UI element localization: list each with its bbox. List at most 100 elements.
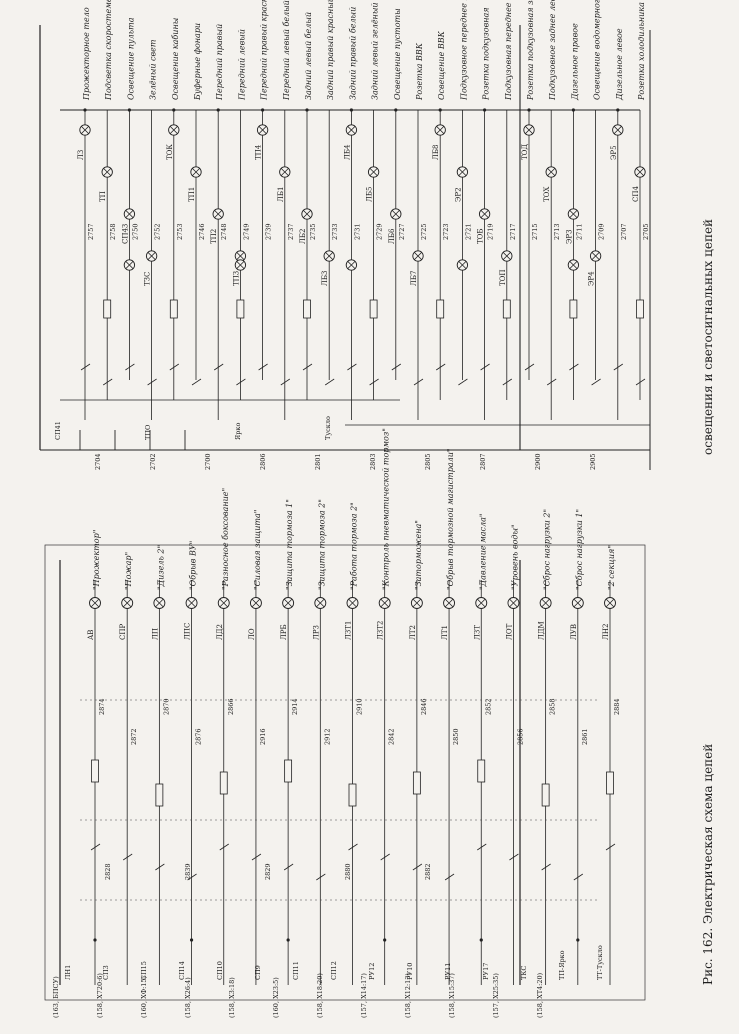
contact-icon (213, 363, 224, 371)
wire-number: 2731 (353, 223, 361, 240)
lamp-cross (155, 598, 164, 608)
contact-icon (502, 378, 513, 386)
circuit-label: Освещение пульта (126, 17, 135, 100)
circuit-label: Передний левый (237, 29, 246, 101)
circuit-label: "Сброс нагрузки 1" (575, 509, 584, 590)
lamp-cross (236, 261, 245, 269)
contact-icon (524, 363, 535, 371)
lamp-cross (280, 168, 289, 176)
wire-number: 2842 (388, 728, 396, 745)
lamp-cross (325, 252, 334, 260)
lamp-cross (347, 126, 356, 134)
resistor-icon (236, 299, 245, 319)
wire-number: 2713 (553, 223, 561, 240)
contact-icon (348, 843, 358, 851)
contact-icon (573, 873, 584, 881)
component-tag: ЛЗТ (473, 625, 481, 640)
circuit-label: Задний левый белый (304, 12, 313, 100)
terminal-ref: (158, Х3:18) (228, 977, 236, 1018)
resistor-icon (502, 299, 511, 319)
wire-number: 2876 (195, 728, 203, 745)
component-tag: СП10 (216, 961, 224, 980)
circuit-label: Дизельное левое (615, 28, 624, 101)
wire-number: 2757 (87, 223, 95, 240)
wire-number: 2914 (291, 698, 299, 715)
wire-number: 2880 (344, 863, 352, 880)
contact-icon (122, 853, 133, 861)
wire-number: 2856 (516, 728, 524, 745)
wire-number: 2806 (259, 453, 267, 470)
lamp-cross (573, 598, 582, 608)
wire-number: 2750 (131, 223, 139, 240)
wire-number: 2866 (227, 698, 235, 715)
circuit-label: "Разносное боксование" (221, 488, 230, 590)
wire-number: 2753 (176, 223, 184, 240)
lamp-cross (103, 168, 112, 176)
lamp-cross (125, 210, 134, 218)
contact-icon (324, 378, 335, 386)
component-tag: ТП2 (210, 229, 218, 244)
lamp-cross (636, 168, 644, 176)
component-tag: СП3 (102, 965, 110, 980)
component-tag: ЛЗТ2 (377, 621, 385, 640)
contact-icon (413, 378, 424, 386)
junction-dot (383, 938, 387, 942)
resistor-icon (219, 771, 228, 795)
wire-number: 2850 (452, 728, 460, 745)
component-tag: ЛРЗ (312, 625, 320, 640)
circuit-label: "Силовая защита" (253, 510, 262, 590)
component-tag: ЛД2 (216, 624, 224, 640)
contact-icon (546, 378, 557, 386)
wire-number: 2719 (487, 223, 495, 240)
component-tag: СП14 (178, 961, 186, 980)
component-tag: ЛБ1 (277, 187, 285, 202)
lamp-cross (90, 598, 100, 608)
lamp-cross (613, 126, 622, 134)
terminal-ref: (163, БПСУ) (52, 976, 60, 1018)
circuit-label: "Уровень воды" (510, 524, 519, 590)
circuit-label: Подсветка скоростемера (104, 0, 113, 101)
circuit-label: Освещение водомерного стекла (593, 0, 602, 100)
wire-number: 2752 (154, 223, 162, 240)
component-tag: ТОК (166, 144, 174, 160)
circuit-label: Зелёный свет (149, 39, 158, 100)
wire-number: 2749 (242, 223, 250, 240)
junction-dot (479, 938, 483, 942)
resistor-icon (412, 771, 421, 795)
component-tag: ЛБ3 (321, 271, 329, 286)
component-tag: РУ11 (444, 963, 452, 980)
resistor-icon (169, 299, 178, 319)
lamp-cross (347, 261, 356, 269)
terminal-ref: (158, Х26:4) (184, 977, 192, 1018)
component-tag: ТЗС (144, 272, 152, 286)
wire-number: 2852 (484, 698, 492, 715)
wire-number: 2801 (314, 453, 322, 470)
component-tag: ЛТ2 (409, 625, 417, 640)
wire-number: 2723 (442, 223, 450, 240)
wire-number: 2729 (376, 223, 384, 240)
component-tag: ТОП (499, 269, 507, 286)
lamp-cross (525, 126, 533, 134)
component-tag: ЛБ5 (366, 187, 374, 202)
circuit-label: Задний левый зелёный (371, 3, 380, 101)
lamp-cross (444, 598, 454, 608)
component-tag: СП9 (254, 965, 262, 980)
component-tag: СПР (119, 624, 127, 640)
component-tag: ТП4 (255, 144, 263, 160)
component-tag: РУ17 (482, 963, 490, 980)
contact-icon (219, 843, 229, 851)
component-tag: ЛБ7 (410, 271, 418, 286)
lamp-cross (169, 126, 178, 134)
component-tag: ТП-Ярко (558, 950, 566, 980)
terminal-ref: (158, Х720:6) (96, 973, 104, 1018)
resistor-icon (569, 299, 578, 319)
circuit-label: "Прожектор" (92, 530, 101, 590)
lamp-cross (436, 126, 445, 134)
lamp-cross (214, 210, 223, 218)
lamp-cross (605, 598, 615, 608)
circuit-label: "Работа тормоза 2" (350, 502, 359, 590)
contact-icon (302, 363, 313, 371)
circuit-label: Буферные фонари (193, 23, 202, 101)
contact-icon (391, 363, 402, 371)
circuit-label: Розетка подкузовная заднее правое (526, 0, 535, 101)
